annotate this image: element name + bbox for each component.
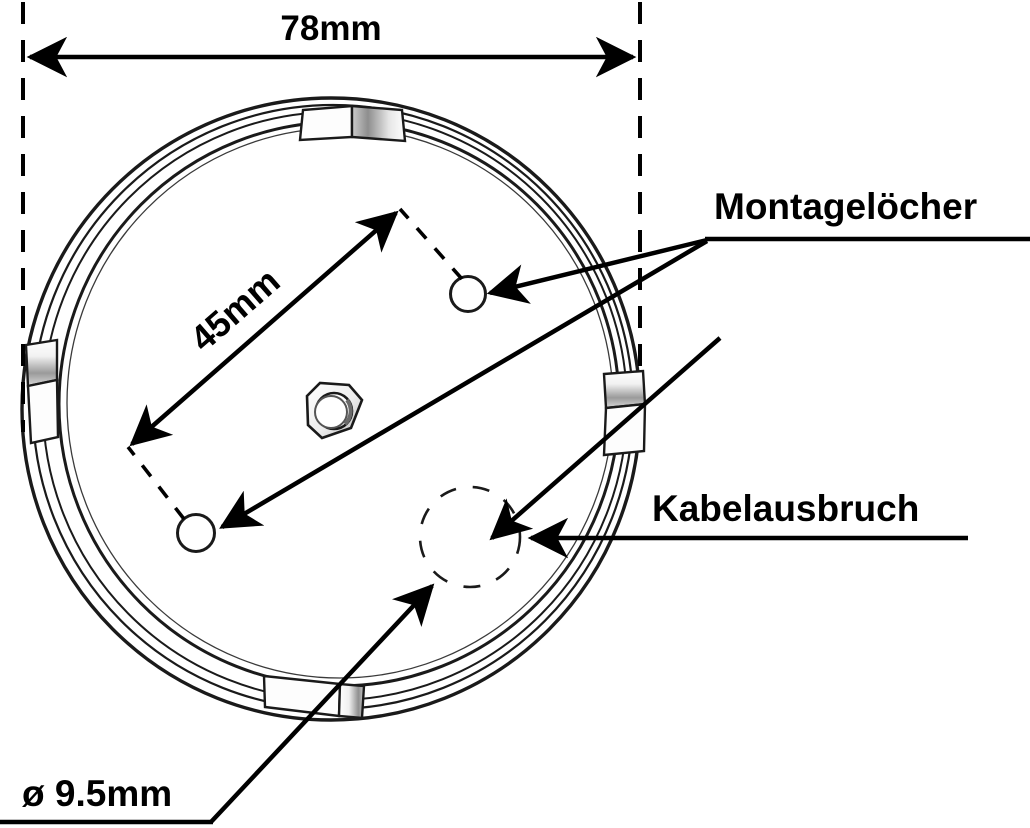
tab-bottom-right-segment <box>337 682 366 720</box>
mounting-hole-lower[interactable] <box>176 513 216 553</box>
callout-label-cable-breakout: Kabelausbruch <box>652 488 919 529</box>
leader-line-mounting-hole-upper <box>486 237 708 304</box>
dimension-arrow-45mm-lower <box>489 336 722 541</box>
callout-mounting-holes: Montagelöcher <box>219 186 1030 529</box>
tab-top-right-segment <box>350 104 407 143</box>
callout-cable-hole-diameter: ø 9.5mm <box>0 583 435 825</box>
leader-line-diameter-diagonal <box>209 583 435 824</box>
tab-top-left-segment <box>298 104 354 142</box>
dimension-arrow-45mm-upper <box>129 210 399 447</box>
dimension-78mm: 78mm <box>21 2 642 432</box>
tab-left <box>24 338 60 445</box>
callout-cable-breakout: Kabelausbruch <box>527 488 968 559</box>
dimension-label-78mm: 78mm <box>280 9 381 48</box>
leader-line-mounting-hole-lower <box>219 239 709 529</box>
callout-label-cable-hole-diameter: ø 9.5mm <box>22 773 172 814</box>
callout-label-mounting-holes: Montagelöcher <box>714 186 977 227</box>
tab-left-lower-segment <box>26 378 60 445</box>
hex-nut-bore-inner <box>314 395 348 429</box>
tab-left-upper-segment <box>24 338 59 388</box>
mounting-hole-upper[interactable] <box>449 275 487 313</box>
tab-right <box>602 369 647 457</box>
tab-top <box>298 104 407 143</box>
tab-right-upper-segment <box>602 369 647 410</box>
